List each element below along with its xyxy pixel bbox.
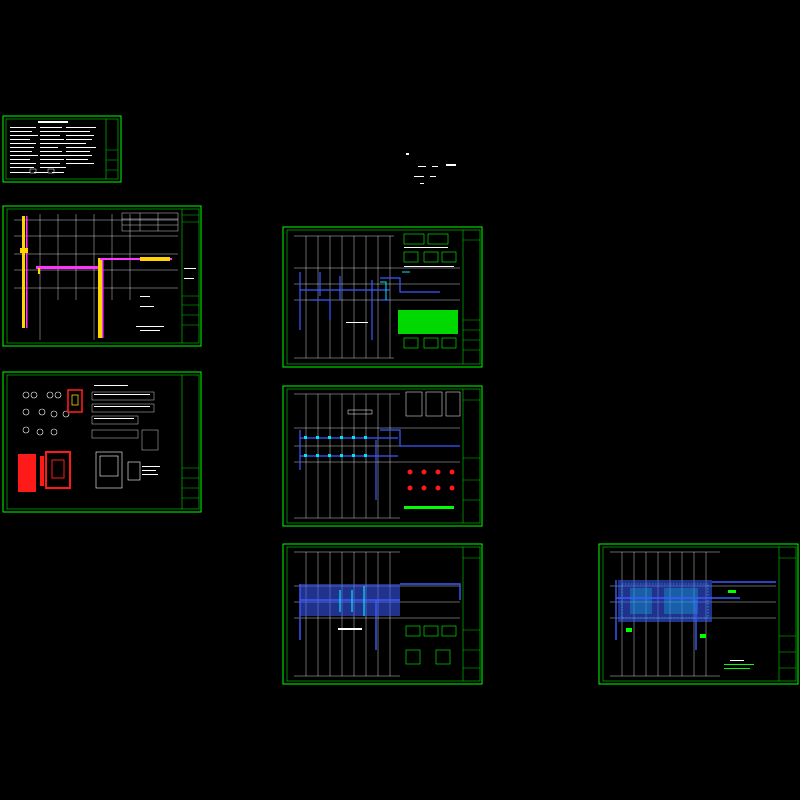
plan-3-details	[405, 625, 457, 665]
plan-2-columns	[304, 436, 367, 457]
plan-4-walls	[615, 580, 776, 650]
notes-title-block	[106, 149, 118, 171]
plan-2-detail-marks	[407, 469, 455, 491]
plan-3-walls	[299, 583, 461, 650]
site-plan-routes	[20, 216, 172, 338]
sheet-plan-2[interactable]	[282, 385, 483, 527]
plan-1-axes	[294, 235, 460, 359]
plan-2-title-block	[463, 399, 480, 501]
plan-2-walls	[299, 429, 460, 500]
sheet-site-plan[interactable]	[2, 205, 202, 347]
plan-1-walls	[299, 272, 440, 340]
plan-2-detail-boxes	[405, 391, 461, 417]
details-title-block	[182, 467, 199, 499]
details-tables	[91, 391, 159, 451]
sheet-details[interactable]	[2, 371, 202, 513]
floating-marks	[406, 153, 456, 184]
site-plan-grid	[14, 214, 178, 340]
details-notes	[94, 385, 160, 475]
plan-1-labels	[346, 247, 454, 323]
sheet-plan-1[interactable]	[282, 226, 483, 368]
plan-4-green-marks	[626, 590, 736, 638]
sheet-plan-4[interactable]	[598, 543, 799, 685]
plan-3-title-block	[463, 557, 480, 669]
plan-1-title-block	[463, 239, 480, 351]
site-plan-table	[121, 212, 179, 232]
notes-text-lines	[10, 121, 96, 173]
details-symbols	[22, 391, 70, 436]
plan-4-notes	[724, 660, 754, 669]
site-plan-legend	[136, 268, 196, 331]
plan-2-label-bar	[347, 409, 373, 415]
details-red-blocks	[18, 389, 83, 492]
plan-3-label-bar	[338, 628, 362, 630]
sheet-plan-3[interactable]	[282, 543, 483, 685]
site-plan-title-block	[182, 214, 199, 326]
plan-1-details	[403, 233, 457, 349]
details-frames	[95, 451, 141, 489]
plan-1-notes-block	[398, 310, 458, 334]
notes-small-symbols	[29, 168, 55, 174]
plan-3-cyan	[339, 586, 365, 616]
sheet-notes[interactable]	[2, 115, 122, 183]
plan-4-dense-fill	[618, 580, 712, 622]
plan-1-cyan	[380, 271, 410, 300]
plan-2-notes-bar	[404, 506, 454, 509]
plan-4-title-block	[779, 557, 796, 669]
